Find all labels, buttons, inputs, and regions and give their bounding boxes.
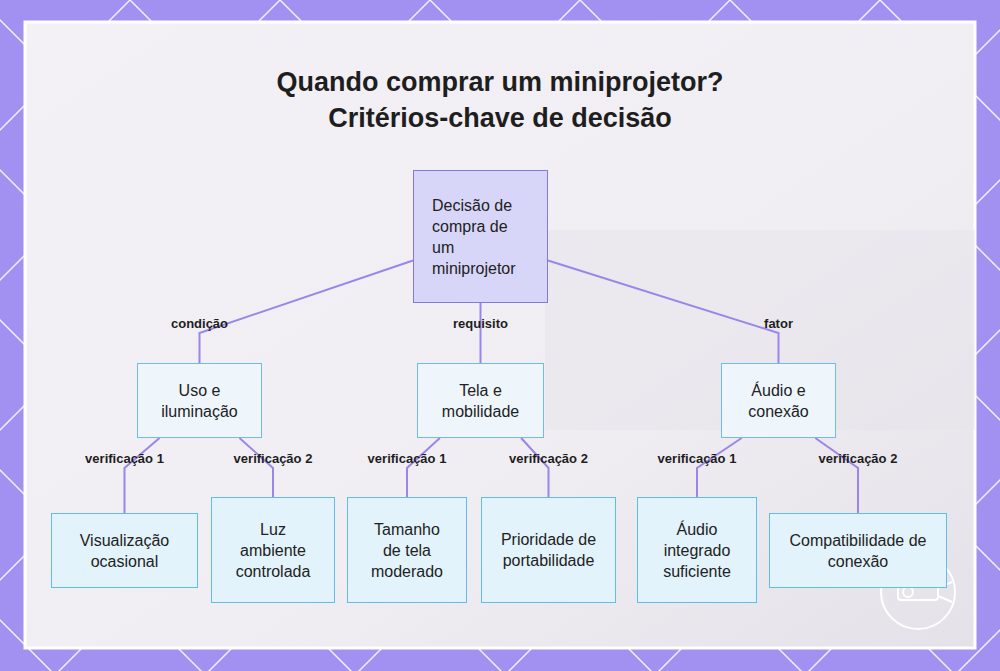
node-text: Áudio e conexão [739, 380, 819, 422]
connector-line [200, 260, 414, 363]
category-box: Uso e iluminação [137, 363, 262, 438]
edge-label: verificação 2 [234, 451, 313, 467]
category-box: Tela e mobilidade [417, 363, 544, 438]
edge-label: fator [764, 316, 793, 332]
node-text: Uso e iluminação [150, 380, 250, 422]
criterion-box: Compatibilidade de conexão [769, 513, 947, 588]
connector-line [815, 438, 858, 513]
node-text: Tela e mobilidade [433, 380, 528, 422]
edge-label: verificação 2 [509, 451, 588, 467]
diagram-title: Quando comprar um miniprojetor? Critério… [240, 64, 760, 136]
connector-line [407, 438, 440, 497]
node-text: Luz ambiente controlada [229, 519, 317, 582]
node-text: Decisão de compra de um miniprojetor [432, 195, 532, 279]
connector-line [548, 260, 779, 363]
criterion-box: Áudio integrado suficiente [637, 497, 757, 603]
criterion-box: Prioridade de portabilidade [481, 497, 616, 603]
content-panel [25, 22, 975, 648]
node-text: Prioridade de portabilidade [498, 529, 600, 571]
connector-line [480, 303, 482, 363]
node-text: Visualização ocasional [61, 530, 188, 572]
edge-label: verificação 1 [368, 451, 447, 467]
edge-label: requisito [453, 316, 508, 332]
edge-label: verificação 2 [819, 451, 898, 467]
node-text: Tamanho de tela moderado [366, 519, 448, 582]
edge-label: condição [171, 316, 228, 332]
criterion-box: Luz ambiente controlada [211, 497, 335, 603]
edge-label: verificação 1 [85, 451, 164, 467]
connector-line [521, 438, 548, 497]
root-box: Decisão de compra de um miniprojetor [413, 170, 548, 303]
category-box: Áudio e conexão [721, 363, 836, 438]
criterion-box: Visualização ocasional [51, 513, 198, 588]
criterion-box: Tamanho de tela moderado [347, 497, 467, 603]
connector-line [697, 438, 742, 497]
icon-lens [903, 587, 913, 597]
edge-label: verificação 1 [658, 451, 737, 467]
connector-line [125, 438, 160, 513]
connector-line [240, 438, 274, 497]
node-text: Compatibilidade de conexão [788, 530, 928, 572]
node-text: Áudio integrado suficiente [652, 519, 742, 582]
